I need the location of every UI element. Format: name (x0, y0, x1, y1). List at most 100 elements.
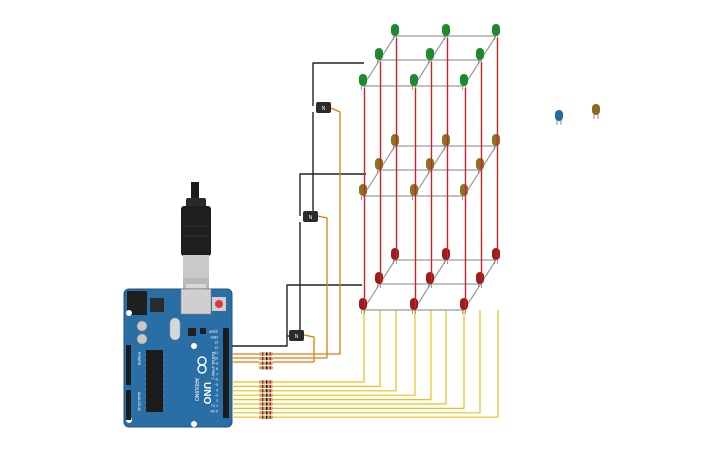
cube-rail (463, 259, 497, 311)
led-top-2-2[interactable] (460, 74, 468, 86)
led-top-0-0[interactable] (391, 24, 399, 36)
led-middle-1-0[interactable] (375, 158, 383, 170)
led-bottom-1-1[interactable] (426, 272, 434, 284)
spare-led-amber[interactable] (592, 104, 600, 119)
resistor-band (266, 366, 268, 370)
led-top-1-0[interactable] (375, 48, 383, 60)
ground-wire[interactable] (286, 284, 362, 336)
digital-pin-label: ~5 (214, 383, 218, 387)
column-signal-wire[interactable] (273, 310, 416, 396)
transistor-q2[interactable]: N (303, 211, 318, 222)
resistor-band (266, 415, 268, 419)
cube-rail (362, 145, 396, 197)
resistor-band (269, 389, 271, 393)
led-bottom-2-0[interactable] (359, 298, 367, 310)
column-signal-wire[interactable] (273, 310, 499, 418)
resistor-band (269, 380, 271, 384)
transistor-q3[interactable]: N (289, 330, 304, 341)
resistor-band (269, 398, 271, 402)
column-signal-wire[interactable] (273, 310, 381, 387)
led-middle-0-2[interactable] (492, 134, 500, 146)
led-top-1-1[interactable] (426, 48, 434, 60)
arduino-board[interactable]: UNO ARDUINO POWER ANALOG IN DIGITAL (PWM… (123, 288, 233, 428)
resistor-band (262, 415, 264, 419)
led-middle-2-0[interactable] (359, 184, 367, 196)
column-signal-wire[interactable] (273, 310, 481, 414)
resistor-band (266, 352, 268, 356)
layer-wire[interactable] (273, 215, 328, 359)
led-middle-0-1[interactable] (442, 134, 450, 146)
board-digital-label: DIGITAL (PWM~) (211, 352, 215, 379)
resistor-band (262, 357, 264, 361)
resistor-band (269, 352, 271, 356)
resistor-band (266, 398, 268, 402)
digital-pin-label: 8 (216, 367, 218, 371)
led-middle-2-1[interactable] (410, 184, 418, 196)
led-top-0-2[interactable] (492, 24, 500, 36)
led-bottom-2-2[interactable] (460, 298, 468, 310)
resistor-band (269, 411, 271, 415)
resistor-band (269, 406, 271, 410)
led-middle-1-2[interactable] (476, 158, 484, 170)
resistor-band (269, 357, 271, 361)
cube-rail (463, 35, 497, 87)
digital-pin-label: 4 (216, 388, 218, 392)
resistor-band (266, 389, 268, 393)
layer-wire[interactable] (273, 334, 315, 363)
resistor-band (266, 411, 268, 415)
led-cube[interactable] (359, 24, 500, 314)
ground-wire[interactable] (312, 62, 364, 106)
ground-wire[interactable] (232, 336, 288, 347)
reset-button[interactable] (215, 300, 223, 308)
layer-wire[interactable] (273, 107, 341, 355)
digital-pin-label: 7 (216, 372, 218, 376)
led-bottom-1-0[interactable] (375, 272, 383, 284)
board-model-label: UNO (201, 382, 212, 404)
led-top-2-0[interactable] (359, 74, 367, 86)
resistor-band (262, 389, 264, 393)
wires[interactable] (232, 62, 499, 418)
transistor-q3-label: N (295, 334, 299, 340)
resistor-band (266, 393, 268, 397)
led-top-0-1[interactable] (442, 24, 450, 36)
column-signal-wire[interactable] (273, 310, 365, 383)
resistor-band (269, 361, 271, 365)
led-bottom-0-1[interactable] (442, 248, 450, 260)
led-bottom-1-2[interactable] (476, 272, 484, 284)
led-bottom-2-1[interactable] (410, 298, 418, 310)
cube-rail (413, 259, 447, 311)
resistor-band (266, 361, 268, 365)
transistor-q1[interactable]: N (316, 102, 331, 113)
digital-pin-label: ~9 (214, 362, 218, 366)
cube-rail (362, 259, 396, 311)
digital-pin-label: ~3 (214, 394, 218, 398)
led-top-1-2[interactable] (476, 48, 484, 60)
cube-rail (413, 35, 447, 87)
resistor-band (269, 366, 271, 370)
resistor-band (266, 402, 268, 406)
led-bottom-0-0[interactable] (391, 248, 399, 260)
column-signal-wire[interactable] (273, 310, 397, 392)
led-bottom-0-2[interactable] (492, 248, 500, 260)
led-middle-2-2[interactable] (460, 184, 468, 196)
resistor-bank[interactable] (259, 352, 273, 419)
led-middle-1-1[interactable] (426, 158, 434, 170)
digital-pin-label: TX 1 (211, 404, 218, 408)
resistor-band (262, 366, 264, 370)
spare-led-blue[interactable] (555, 110, 563, 125)
led-top-2-1[interactable] (410, 74, 418, 86)
column-signal-wire[interactable] (273, 310, 465, 409)
resistor-band (262, 406, 264, 410)
column-signal-wire[interactable] (273, 310, 447, 405)
resistor-band (262, 398, 264, 402)
ground-wire[interactable] (299, 173, 366, 216)
led-middle-0-0[interactable] (391, 134, 399, 146)
resistor-band (269, 415, 271, 419)
digital-pin-label: RX 0 (210, 410, 218, 414)
resistor-band (262, 352, 264, 356)
resistor-band (266, 380, 268, 384)
resistor-band (262, 361, 264, 365)
column-signal-wire[interactable] (273, 310, 432, 401)
